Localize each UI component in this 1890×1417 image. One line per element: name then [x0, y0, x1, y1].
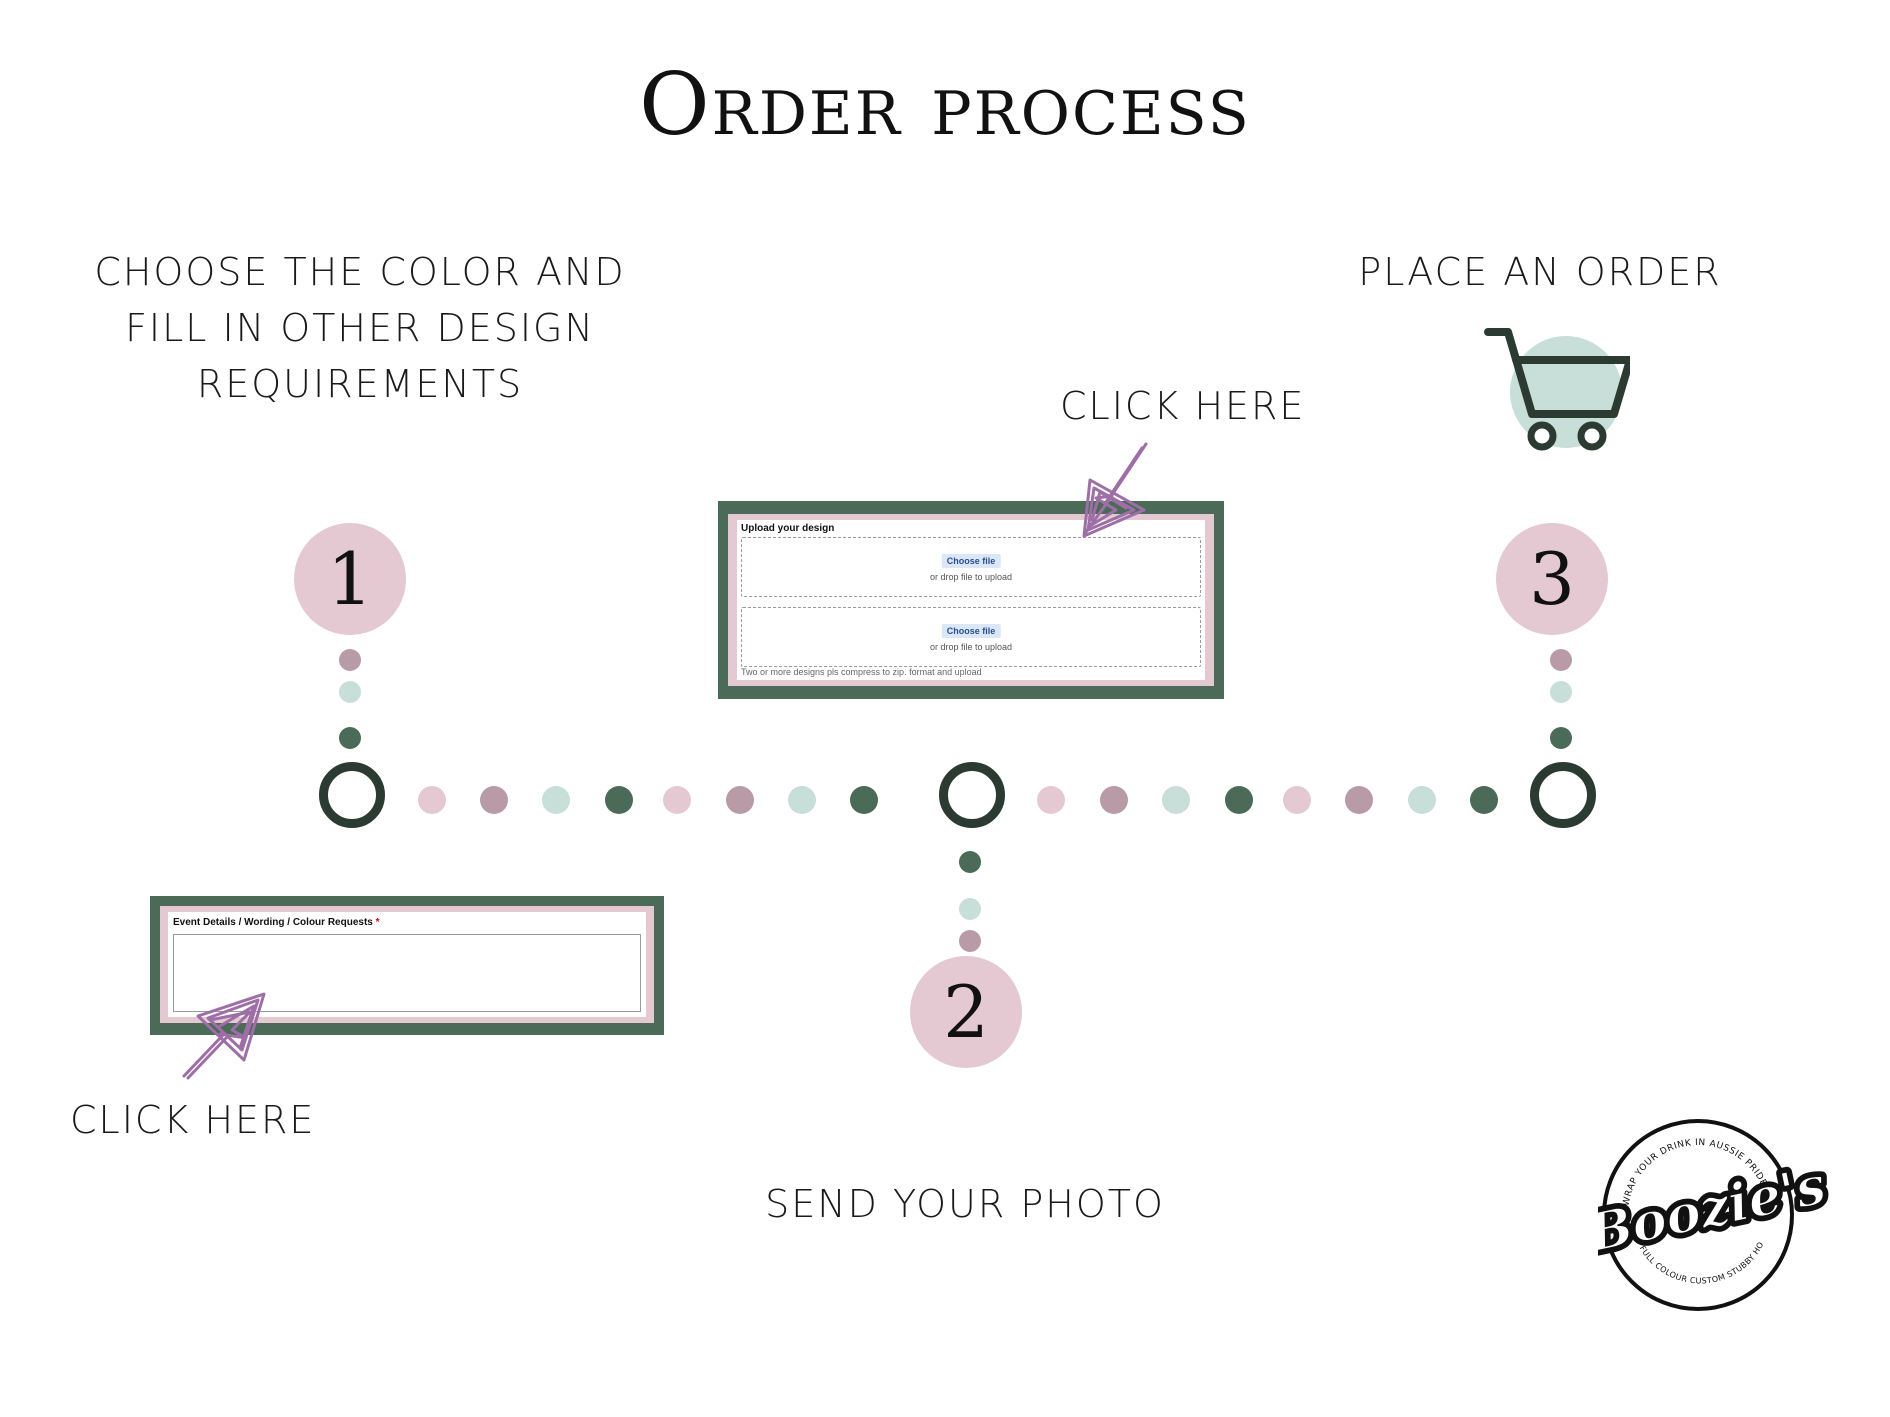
timeline-node-1	[319, 762, 385, 828]
step-2-badge: 2	[910, 956, 1022, 1068]
choose-file-button-2[interactable]: Choose file	[941, 624, 1001, 638]
timeline-dot	[1283, 786, 1311, 814]
step-3-caption-line: PLACE AN ORDER	[1358, 250, 1722, 294]
timeline-dot	[1408, 786, 1436, 814]
event-details-label-text: Event Details / Wording / Colour Request…	[173, 917, 373, 928]
timeline-node-3	[1530, 762, 1596, 828]
connector-dot	[959, 898, 981, 920]
timeline-node-2	[939, 762, 1005, 828]
event-details-textarea[interactable]	[173, 934, 641, 1012]
drop-file-hint-2: or drop file to upload	[929, 642, 1013, 652]
step-2-number: 2	[943, 970, 989, 1054]
timeline-dot	[605, 786, 633, 814]
upload-form: Upload your design Choose file or drop f…	[737, 520, 1205, 680]
timeline-dot	[1470, 786, 1498, 814]
step-2-caption-line: SEND YOUR PHOTO	[765, 1182, 1165, 1226]
event-details-panel: Event Details / Wording / Colour Request…	[150, 896, 664, 1035]
connector-dot	[339, 727, 361, 749]
event-details-label: Event Details / Wording / Colour Request…	[173, 917, 380, 928]
timeline-dot	[850, 786, 878, 814]
step-1-caption-line: CHOOSE THE COLOR AND	[94, 250, 626, 294]
connector-dot	[1550, 649, 1572, 671]
scribble-arrow-icon	[1070, 440, 1150, 544]
boozies-logo: WRAP YOUR DRINK IN AUSSIE PRIDE FULL COL…	[1576, 1108, 1838, 1319]
timeline-dot	[1162, 786, 1190, 814]
upload-form-title: Upload your design	[741, 523, 835, 534]
connector-dot	[1550, 681, 1572, 703]
scribble-arrow-icon	[180, 990, 270, 1084]
timeline-dot	[726, 786, 754, 814]
step-1-number: 1	[327, 537, 373, 621]
connector-dot	[1550, 727, 1572, 749]
required-marker: *	[375, 917, 380, 928]
timeline-dot	[480, 786, 508, 814]
timeline-dot	[1345, 786, 1373, 814]
connector-dot	[339, 649, 361, 671]
timeline-dot	[1100, 786, 1128, 814]
shopping-cart-icon	[1480, 322, 1634, 461]
step-1-caption-line: FILL IN OTHER DESIGN	[125, 306, 595, 350]
step-3-badge: 3	[1496, 523, 1608, 635]
page-title: Order process	[639, 55, 1251, 155]
step-1-caption: CHOOSE THE COLOR AND FILL IN OTHER DESIG…	[60, 244, 660, 412]
step-1-caption-line: REQUIREMENTS	[196, 362, 524, 406]
timeline-dot	[418, 786, 446, 814]
click-here-label-upload: CLICK HERE	[1060, 384, 1306, 428]
choose-file-button-1[interactable]: Choose file	[941, 554, 1001, 568]
upload-form-border: Upload your design Choose file or drop f…	[728, 514, 1214, 686]
timeline-dot	[542, 786, 570, 814]
timeline-dot	[1225, 786, 1253, 814]
event-details-form: Event Details / Wording / Colour Request…	[168, 912, 646, 1017]
timeline-dot	[663, 786, 691, 814]
upload-form-panel: Upload your design Choose file or drop f…	[718, 501, 1224, 699]
step-3-number: 3	[1529, 537, 1575, 621]
step-1-badge: 1	[294, 523, 406, 635]
connector-dot	[959, 851, 981, 873]
event-details-border: Event Details / Wording / Colour Request…	[160, 906, 654, 1023]
connector-dot	[959, 930, 981, 952]
file-drop-zone-1[interactable]: Choose file or drop file to upload	[741, 537, 1201, 597]
click-here-label-event: CLICK HERE	[70, 1098, 316, 1142]
connector-dot	[339, 681, 361, 703]
upload-note: Two or more designs pls compress to zip.…	[741, 667, 982, 677]
timeline-dot	[1037, 786, 1065, 814]
step-2-caption: SEND YOUR PHOTO	[745, 1176, 1185, 1232]
step-3-caption: PLACE AN ORDER	[1340, 244, 1740, 300]
drop-file-hint-1: or drop file to upload	[929, 572, 1013, 582]
timeline-dot	[788, 786, 816, 814]
file-drop-zone-2[interactable]: Choose file or drop file to upload	[741, 607, 1201, 667]
